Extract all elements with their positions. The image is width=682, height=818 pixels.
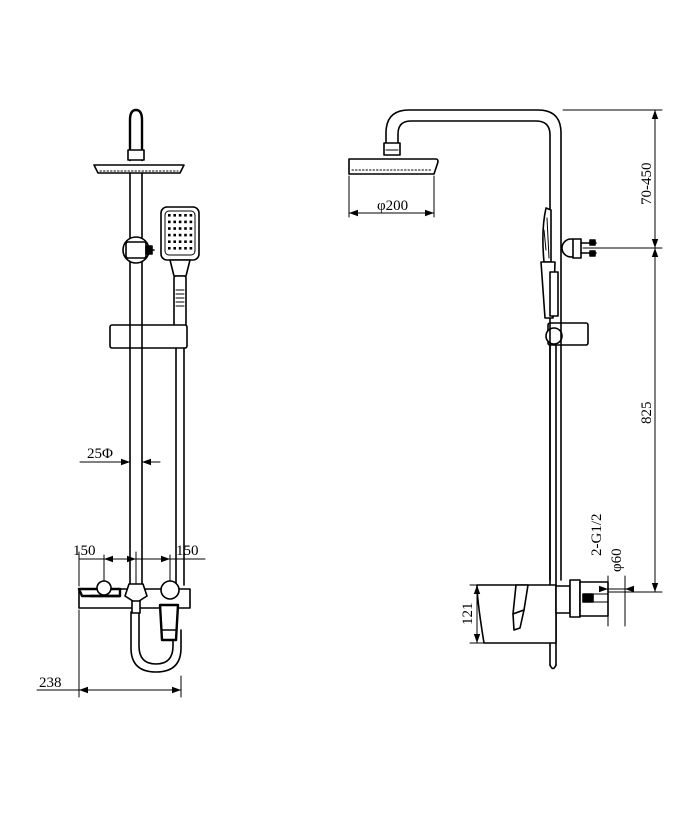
front-rain-head [93,164,185,174]
diameter-symbol-round-2: φ [609,563,625,572]
hand-shower-nozzle [184,247,187,250]
hand-shower-nozzle [178,240,182,243]
hand-shower-nozzle [189,227,193,230]
dim-right-spacing: 150 [176,543,199,559]
dim-head-diameter-value: 200 [386,198,409,214]
side-slide-bracket [545,322,589,346]
svg-text:φ200: φ200 [377,198,408,214]
hand-shower-nozzle [178,247,182,250]
hand-shower-nozzle [168,233,171,237]
hand-shower-nozzle [168,247,171,250]
front-hand-shower [160,206,200,329]
hand-shower-nozzle [168,227,171,230]
dim-bracket-height-value: 825 [639,402,655,425]
front-top-arm [128,108,144,162]
side-rain-head [348,158,439,175]
hand-shower-nozzle [168,214,171,217]
dim-inlet: 2-G1/2 φ60 [589,514,634,627]
hand-shower-nozzle [184,233,187,237]
dim-spout-reach: 238 [36,609,182,698]
dim-left-spacing: 150 [73,543,96,559]
front-head-connector [127,149,145,161]
dim-escutcheon-value: 60 [609,548,625,563]
dim-arm-height-value: 70-450 [639,163,655,206]
diameter-symbol: Φ [102,446,113,462]
hand-shower-nozzle [189,214,193,217]
hand-shower-nozzle [184,220,187,224]
dim-head-diameter: φ200 [348,175,435,218]
hand-shower-nozzle [173,240,176,243]
dim-inlet-spacing: 150 150 [73,543,206,587]
dim-pipe-diameter-value: 25 [87,446,102,462]
hand-shower-nozzle [184,240,187,243]
front-hose [130,347,185,673]
hand-shower-nozzle [184,214,187,217]
side-view: φ200 [348,109,663,670]
side-hand-shower [540,207,559,319]
hand-shower-nozzle [189,240,193,243]
diameter-symbol-round: φ [377,198,386,214]
hand-shower-nozzle [189,220,193,224]
side-mixer [476,579,609,644]
dim-inlet-thread: 2-G1/2 [589,514,605,557]
hand-shower-nozzle [184,227,187,230]
side-wall-bracket-upper [561,238,597,259]
svg-text:φ60: φ60 [609,548,625,572]
front-slide-holder [109,324,188,349]
dim-mixer-height: 121 [460,584,517,644]
hand-shower-nozzle [178,220,182,224]
dim-arm-height: 70-450 [562,109,663,249]
hand-shower-nozzle [173,247,176,250]
dim-pipe-diameter: 25Φ [79,446,161,466]
dim-mixer-height-value: 121 [460,603,476,626]
front-riser-pipe [129,172,143,586]
hand-shower-nozzle [189,233,193,237]
hand-shower-nozzle [189,247,193,250]
dim-bracket-height: 825 [582,247,663,593]
hand-shower-nozzle [178,227,182,230]
hand-shower-nozzle [168,220,171,224]
dim-spout-reach-value: 238 [39,675,62,691]
hand-shower-nozzle [168,240,171,243]
hand-shower-nozzle [178,233,182,237]
front-view: 25Φ 150 150 238 [36,108,206,698]
hand-shower-nozzle [173,233,176,237]
hand-shower-nozzle [178,214,182,217]
hand-shower-nozzle [173,227,176,230]
side-overhead-arm [383,109,562,581]
front-riser-knob [122,236,155,264]
svg-text:25Φ: 25Φ [87,446,113,462]
hand-shower-nozzle [173,220,176,224]
front-mixer-body [77,580,191,642]
hand-shower-nozzle [173,214,176,217]
